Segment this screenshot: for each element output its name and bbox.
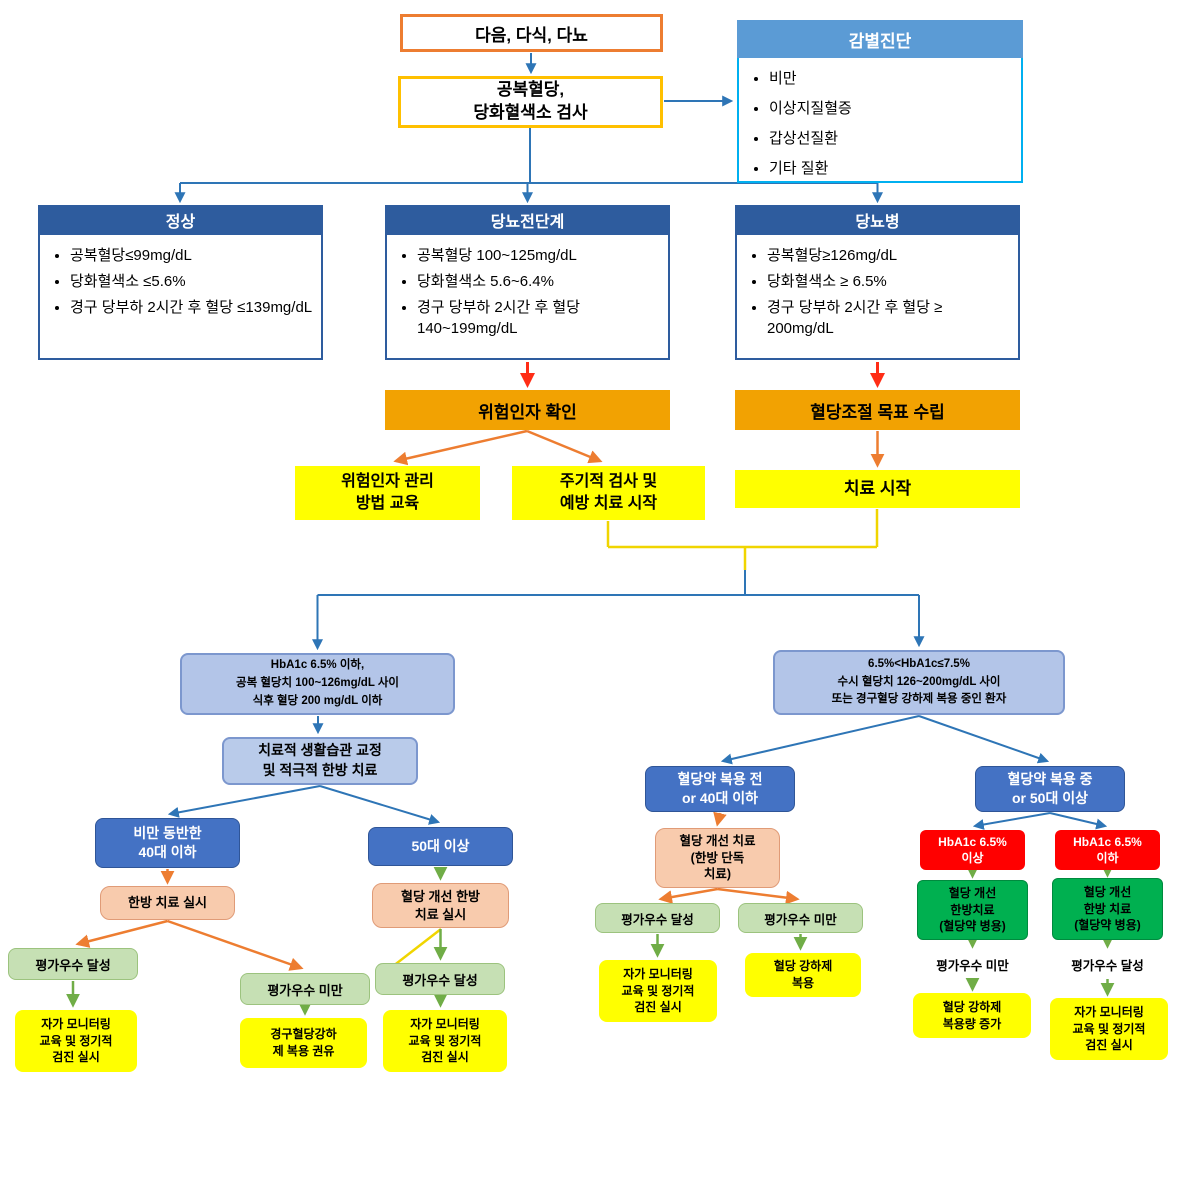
med-take-box: 혈당 강하제 복용 (745, 953, 861, 997)
differential-title: 감별진단 (737, 20, 1023, 58)
eval-pass-box: 평가우수 달성 (595, 903, 720, 933)
obese-under40-box: 비만 동반한 40대 이하 (95, 818, 240, 868)
self-monitoring-box: 자가 모니터링 교육 및 정기적 검진 실시 (383, 1010, 507, 1072)
oral-med-recommend-box: 경구혈당강하 제 복용 권유 (240, 1018, 367, 1068)
criteria-left-box: HbA1c 6.5% 이하, 공복 혈당치 100~126mg/dL 사이 식후… (180, 653, 455, 715)
symptoms-box: 다음, 다식, 다뇨 (400, 14, 663, 52)
eval-pass-box: 평가우수 달성 (8, 948, 138, 980)
diabetes-title: 당뇨병 (735, 205, 1020, 235)
differential-panel: 감별진단 비만 이상지질혈증 갑상선질환 기타 질환 (737, 20, 1023, 183)
hba1c-over-box: HbA1c 6.5% 이상 (920, 830, 1025, 870)
eval-fail-box: 평가우수 미만 (920, 950, 1025, 978)
normal-item: 당화혈색소 ≤5.6% (70, 271, 315, 292)
eval-pass-box: 평가우수 달성 (375, 963, 505, 995)
hanbang-treatment-box: 한방 치료 실시 (100, 886, 235, 920)
over50-box: 50대 이상 (368, 827, 513, 866)
differential-item: 이상지질혈증 (769, 98, 1015, 119)
prediabetes-body: 공복혈당 100~125mg/dL 당화혈색소 5.6~6.4% 경구 당부하 … (385, 235, 670, 360)
normal-item: 공복혈당≤99mg/dL (70, 245, 315, 266)
eval-pass-box: 평가우수 달성 (1055, 950, 1160, 978)
risk-check-box: 위험인자 확인 (385, 390, 670, 430)
diabetes-panel: 당뇨병 공복혈당≥126mg/dL 당화혈색소 ≥ 6.5% 경구 당부하 2시… (735, 205, 1020, 360)
green-combo-box: 혈당 개선 한방치료 (혈당약 병용) (917, 880, 1028, 940)
glucose-treatment-solo-box: 혈당 개선 치료 (한방 단독 치료) (655, 828, 780, 888)
self-monitoring-box: 자가 모니터링 교육 및 정기적 검진 실시 (15, 1010, 137, 1072)
differential-item: 비만 (769, 68, 1015, 89)
eval-fail-box: 평가우수 미만 (240, 973, 370, 1005)
med-increase-box: 혈당 강하제 복용량 증가 (913, 993, 1031, 1038)
risk-education-box: 위험인자 관리 방법 교육 (295, 466, 480, 520)
prediabetes-panel: 당뇨전단계 공복혈당 100~125mg/dL 당화혈색소 5.6~6.4% 경… (385, 205, 670, 360)
self-monitoring-box: 자가 모니터링 교육 및 정기적 검진 실시 (599, 960, 717, 1022)
differential-item: 기타 질환 (769, 158, 1015, 179)
diabetes-item: 경구 당부하 2시간 후 혈당 ≥ 200mg/dL (767, 297, 1012, 339)
differential-item: 갑상선질환 (769, 128, 1015, 149)
normal-panel: 정상 공복혈당≤99mg/dL 당화혈색소 ≤5.6% 경구 당부하 2시간 후… (38, 205, 323, 360)
eval-fail-box: 평가우수 미만 (738, 903, 863, 933)
green-combo-box: 혈당 개선 한방 치료 (혈당약 병용) (1052, 878, 1163, 940)
before-med-box: 혈당약 복용 전 or 40대 이하 (645, 766, 795, 812)
differential-body: 비만 이상지질혈증 갑상선질환 기타 질환 (737, 58, 1023, 183)
prediabetes-item: 경구 당부하 2시간 후 혈당 140~199mg/dL (417, 297, 662, 339)
treatment-start-box: 치료 시작 (735, 470, 1020, 508)
prediabetes-title: 당뇨전단계 (385, 205, 670, 235)
normal-title: 정상 (38, 205, 323, 235)
lifestyle-box: 치료적 생활습관 교정 및 적극적 한방 치료 (222, 737, 418, 785)
glucose-hanbang-box: 혈당 개선 한방 치료 실시 (372, 883, 509, 928)
diabetes-item: 공복혈당≥126mg/dL (767, 245, 1012, 266)
normal-item: 경구 당부하 2시간 후 혈당 ≤139mg/dL (70, 297, 315, 318)
prediabetes-item: 공복혈당 100~125mg/dL (417, 245, 662, 266)
diabetes-body: 공복혈당≥126mg/dL 당화혈색소 ≥ 6.5% 경구 당부하 2시간 후 … (735, 235, 1020, 360)
on-med-box: 혈당약 복용 중 or 50대 이상 (975, 766, 1125, 812)
criteria-right-box: 6.5%<HbA1c≤7.5% 수시 혈당치 126~200mg/dL 사이 또… (773, 650, 1065, 715)
periodic-test-box: 주기적 검사 및 예방 치료 시작 (512, 466, 705, 520)
diabetes-item: 당화혈색소 ≥ 6.5% (767, 271, 1012, 292)
hba1c-under-box: HbA1c 6.5% 이하 (1055, 830, 1160, 870)
prediabetes-item: 당화혈색소 5.6~6.4% (417, 271, 662, 292)
self-monitoring-box: 자가 모니터링 교육 및 정기적 검진 실시 (1050, 998, 1168, 1060)
red-connectors (520, 362, 885, 388)
goal-setting-box: 혈당조절 목표 수립 (735, 390, 1020, 430)
test-box: 공복혈당, 당화혈색소 검사 (398, 76, 663, 128)
normal-body: 공복혈당≤99mg/dL 당화혈색소 ≤5.6% 경구 당부하 2시간 후 혈당… (38, 235, 323, 360)
